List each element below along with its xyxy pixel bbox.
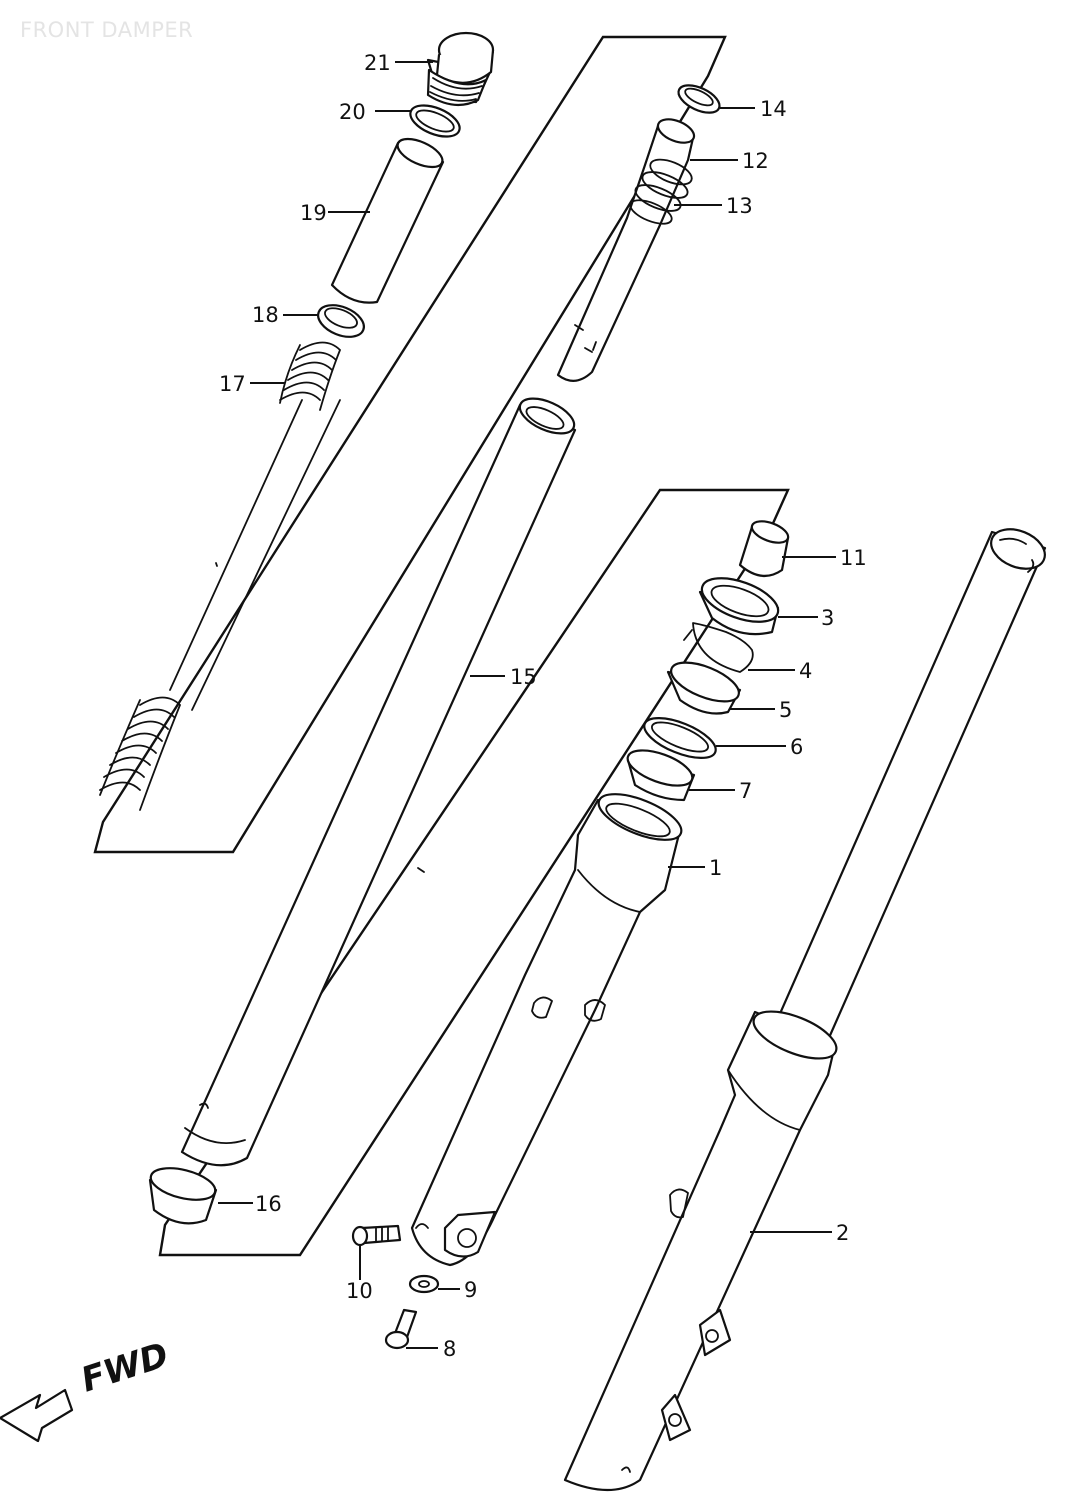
callout-13: 13 [726,194,753,218]
callout-20: 20 [339,100,366,124]
damper-rod-12 [556,118,696,382]
guide-bushing-7 [626,749,696,802]
leader-lines [218,61,836,1349]
callout-21: 21 [364,51,391,75]
drain-bolt-8 [384,1308,418,1350]
callout-18: 18 [252,303,279,327]
outer-tube-2 [563,528,1047,1492]
callout-3: 3 [821,606,834,630]
fwd-arrow [0,1388,74,1443]
callout-6: 6 [790,735,803,759]
callout-17: 17 [219,372,246,396]
callout-19: 19 [300,201,327,225]
callout-16: 16 [255,1192,282,1216]
callout-5: 5 [779,698,792,722]
cylinder-11 [738,520,790,577]
ring-6 [643,716,717,760]
callout-labels: 21 20 19 18 17 14 12 13 15 16 11 3 4 5 6… [219,51,867,1361]
fwd-direction-label: FWD [76,1335,173,1401]
bolt-10 [351,1224,402,1247]
callout-15: 15 [510,665,537,689]
circlip-4 [683,622,754,673]
callout-8: 8 [443,1337,456,1361]
fork-cap-bolt-21 [426,31,495,107]
damper-rod-group-frame [158,488,790,1257]
callout-7: 7 [739,779,752,803]
ring-14 [677,84,721,114]
callout-10: 10 [346,1279,373,1303]
callout-4: 4 [799,659,812,683]
spring-group-frame [93,35,727,854]
washer-9 [408,1274,440,1294]
inner-tube-15 [180,397,577,1167]
callout-12: 12 [742,149,769,173]
callout-14: 14 [760,97,787,121]
oil-seal-5 [666,661,742,715]
fork-spring-17 [99,341,341,811]
callout-1: 1 [709,856,722,880]
diagram-watermark: FRONT DAMPER [20,18,193,42]
callout-11: 11 [840,546,867,570]
callout-2: 2 [836,1221,849,1245]
callout-9: 9 [464,1278,477,1302]
slide-bushing-16 [148,1167,218,1225]
dust-seal-3 [698,577,780,636]
outer-tube-1 [410,793,683,1267]
spacer-tube-19 [330,137,445,304]
spring-seat-18 [317,304,365,338]
